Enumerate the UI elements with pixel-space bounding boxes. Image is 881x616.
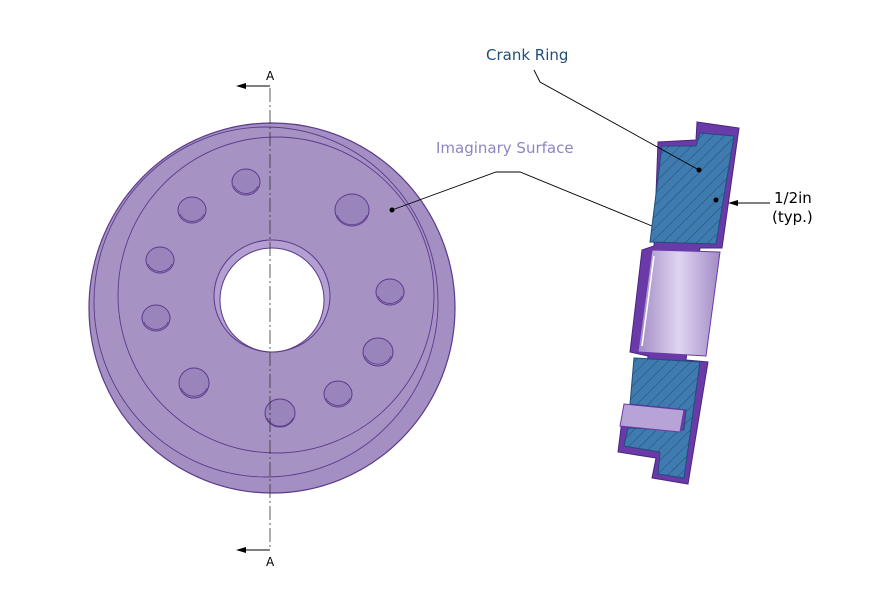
section-label-bottom: A bbox=[266, 555, 275, 569]
arrow-head-icon bbox=[236, 83, 246, 89]
thickness-typ-label: (typ.) bbox=[772, 208, 813, 226]
bolt-hole bbox=[375, 278, 405, 306]
bolt-hole bbox=[264, 398, 296, 428]
section-label-top: A bbox=[266, 69, 275, 83]
bolt-hole bbox=[323, 380, 353, 408]
leader-lines bbox=[391, 69, 770, 227]
bolt-hole bbox=[334, 193, 370, 227]
bolt-hole bbox=[178, 367, 210, 399]
section-hatch-upper bbox=[649, 132, 735, 245]
section-bolt-slot bbox=[619, 403, 685, 433]
bolt-holes bbox=[141, 168, 405, 428]
bolt-hole bbox=[362, 337, 394, 367]
bolt-hole bbox=[231, 168, 261, 196]
ring-isometric-view bbox=[88, 83, 456, 553]
ring-inner-step bbox=[117, 136, 435, 454]
arrow-head-icon bbox=[728, 200, 738, 206]
bolt-hole bbox=[145, 246, 175, 274]
arrow-head-icon bbox=[236, 547, 246, 553]
bolt-hole bbox=[177, 196, 207, 224]
section-bore bbox=[637, 249, 721, 357]
bolt-hole bbox=[141, 304, 171, 332]
ring-section-view bbox=[617, 121, 740, 485]
leader-dot bbox=[713, 197, 719, 203]
imaginary-surface-label: Imaginary Surface bbox=[436, 139, 574, 157]
center-bore bbox=[219, 247, 325, 353]
thickness-label: 1/2in bbox=[774, 189, 812, 207]
crank-ring-label: Crank Ring bbox=[486, 46, 568, 64]
